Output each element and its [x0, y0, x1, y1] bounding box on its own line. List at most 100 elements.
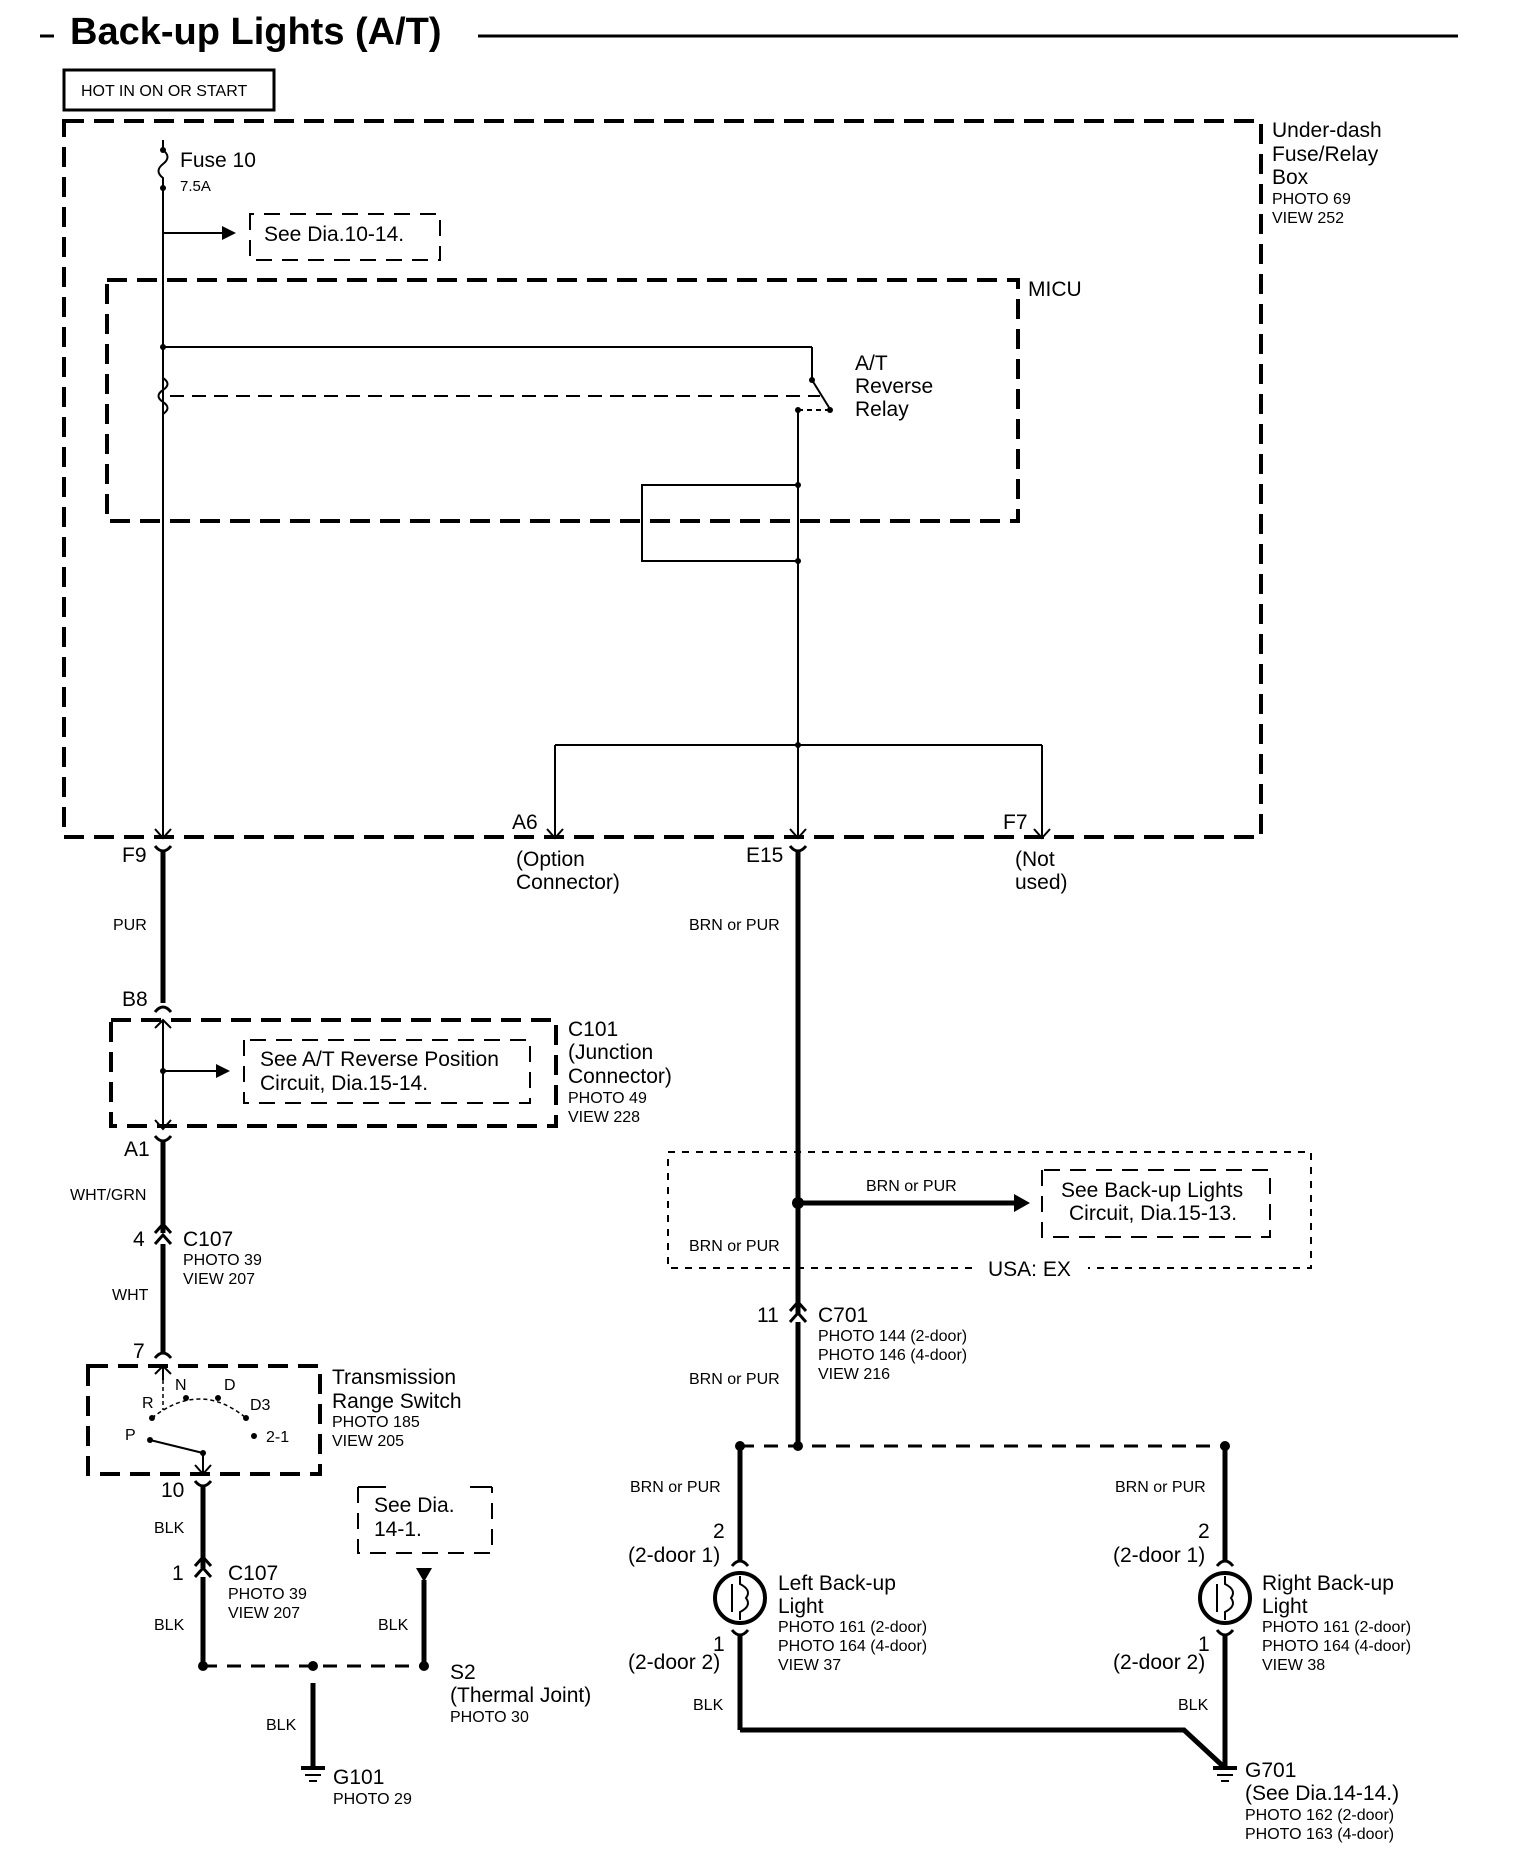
c701-pin-label: 11	[757, 1304, 779, 1327]
fuse-relay-box-label: Under-dash Fuse/Relay Box PHOTO 69 VIEW …	[1272, 119, 1382, 227]
c701-name: C701	[818, 1304, 868, 1327]
terminal-f7-pin	[1033, 828, 1051, 840]
c107b-photo: PHOTO 39	[228, 1586, 307, 1603]
c107-pin4-symbol	[153, 1221, 173, 1234]
arrow-icon	[222, 226, 236, 240]
c701-view: VIEW 216	[818, 1366, 890, 1383]
hot-label-box	[62, 68, 276, 112]
wire-blk-3-label: BLK	[378, 1617, 409, 1634]
svg-text:Under-dash: Under-dash	[1272, 119, 1382, 142]
s2-desc: (Thermal Joint)	[450, 1684, 591, 1707]
svg-text:PHOTO 164 (4-door): PHOTO 164 (4-door)	[1262, 1638, 1411, 1655]
svg-text:C101: C101	[568, 1018, 618, 1041]
svg-text:(Not: (Not	[1015, 848, 1055, 871]
trs-pin10-label: 10	[161, 1479, 184, 1502]
ground-g101-icon	[301, 1766, 325, 1782]
s2-name: S2	[450, 1661, 476, 1684]
svg-text:PHOTO 69: PHOTO 69	[1272, 191, 1351, 208]
svg-text:Right Back-up: Right Back-up	[1262, 1572, 1394, 1595]
svg-text:Transmission: Transmission	[332, 1366, 456, 1389]
arrow-icon	[216, 1064, 230, 1078]
svg-text:Range Switch: Range Switch	[332, 1390, 462, 1413]
left-light-label: Left Back-up Light PHOTO 161 (2-door) PH…	[778, 1572, 927, 1674]
left-light-pin-top-note: (2-door 1)	[628, 1544, 720, 1567]
svg-text:PHOTO 185: PHOTO 185	[332, 1414, 420, 1431]
right-backup-bulb-icon	[1198, 1571, 1252, 1625]
g701-photo-1: PHOTO 162 (2-door)	[1245, 1807, 1394, 1824]
micu-module-box	[641, 484, 799, 562]
svg-text:VIEW 205: VIEW 205	[332, 1433, 404, 1450]
wire-pur-label: PUR	[113, 917, 147, 934]
diagram-title: Back-up Lights (A/T)	[70, 11, 442, 53]
svg-text:R: R	[142, 1395, 154, 1412]
terminal-a6-note: (Option Connector)	[516, 848, 620, 894]
c107-pin1-symbol	[193, 1554, 213, 1567]
g101-name: G101	[333, 1766, 384, 1789]
svg-text:Connector): Connector)	[568, 1065, 672, 1088]
terminal-e15-pin	[789, 828, 807, 840]
trs-switch-arm	[149, 1439, 204, 1454]
c107-name: C107	[183, 1228, 233, 1251]
terminal-a6-label: A6	[512, 811, 538, 834]
svg-text:See A/T Reverse Position: See A/T Reverse Position	[260, 1048, 499, 1071]
c107b-name: C107	[228, 1562, 278, 1585]
fuse-rating: 7.5A	[180, 178, 211, 195]
right-light-wire-label: BRN or PUR	[1115, 1479, 1206, 1496]
hot-label: HOT IN ON OR START	[81, 83, 247, 100]
usa-ex-label: USA: EX	[988, 1258, 1071, 1281]
c101-see-box	[243, 1039, 531, 1104]
c101-see-ref: See A/T Reverse Position Circuit, Dia.15…	[260, 1048, 499, 1095]
svg-text:Fuse/Relay: Fuse/Relay	[1272, 143, 1379, 166]
svg-text:PHOTO 164 (4-door): PHOTO 164 (4-door)	[778, 1638, 927, 1655]
relay-switch-arm	[811, 379, 831, 410]
g701-photo-2: PHOTO 163 (4-door)	[1245, 1826, 1394, 1843]
c101-a1-label: A1	[124, 1138, 150, 1161]
usa-ex-box	[667, 1151, 1312, 1269]
left-backup-bulb-icon	[713, 1571, 767, 1625]
svg-text:2-1: 2-1	[266, 1429, 289, 1446]
svg-text:A/T: A/T	[855, 352, 888, 375]
right-light-wire-out-label: BLK	[1178, 1697, 1209, 1714]
c701-symbol	[788, 1299, 808, 1312]
svg-text:VIEW 228: VIEW 228	[568, 1109, 640, 1126]
terminal-f9-label: F9	[122, 844, 147, 867]
svg-text:(Option: (Option	[516, 848, 585, 871]
fuse-10-symbol	[157, 140, 169, 188]
left-light-pin-bottom: 1	[713, 1633, 725, 1656]
connector-arrow-icon	[416, 1568, 432, 1582]
wire-blk-1-label: BLK	[154, 1520, 185, 1537]
g701-see: (See Dia.14-14.)	[1245, 1782, 1399, 1805]
right-light-pin-top: 2	[1198, 1520, 1210, 1543]
terminal-f7-label: F7	[1003, 811, 1028, 834]
see-dia-10-14: See Dia.10-14.	[264, 223, 404, 246]
svg-text:(Junction: (Junction	[568, 1041, 653, 1064]
svg-text:Box: Box	[1272, 166, 1309, 189]
terminal-a6-pin	[546, 828, 564, 840]
arrow-icon	[1014, 1194, 1030, 1212]
svg-text:VIEW 38: VIEW 38	[1262, 1657, 1325, 1674]
wire-brn-pur-3-label: BRN or PUR	[689, 1371, 780, 1388]
ground-g701-icon	[1213, 1766, 1237, 1782]
right-light-label: Right Back-up Light PHOTO 161 (2-door) P…	[1262, 1572, 1411, 1674]
c107b-view: VIEW 207	[228, 1605, 300, 1622]
svg-text:Light: Light	[778, 1595, 824, 1618]
wire-blk-2-label: BLK	[154, 1617, 185, 1634]
svg-text:Circuit, Dia.15-13.: Circuit, Dia.15-13.	[1069, 1202, 1237, 1225]
s2-photo: PHOTO 30	[450, 1709, 529, 1726]
svg-text:P: P	[125, 1427, 136, 1444]
wire-brn-pur-2-label: BRN or PUR	[689, 1238, 780, 1255]
svg-text:PHOTO 49: PHOTO 49	[568, 1090, 647, 1107]
svg-text:D: D	[224, 1377, 236, 1394]
usa-see-box	[1041, 1169, 1271, 1238]
micu-label: MICU	[1028, 278, 1082, 301]
svg-text:VIEW 252: VIEW 252	[1272, 210, 1344, 227]
right-light-pin-top-note: (2-door 1)	[1113, 1544, 1205, 1567]
svg-text:See Dia.: See Dia.	[374, 1494, 455, 1517]
svg-text:D3: D3	[250, 1397, 271, 1414]
svg-text:Light: Light	[1262, 1595, 1308, 1618]
right-light-pin-bottom-note: (2-door 2)	[1113, 1651, 1205, 1674]
terminal-f7-note: (Not used)	[1015, 848, 1068, 894]
c701-photo-1: PHOTO 144 (2-door)	[818, 1328, 967, 1345]
fuse-relay-box-outline	[62, 119, 1263, 839]
